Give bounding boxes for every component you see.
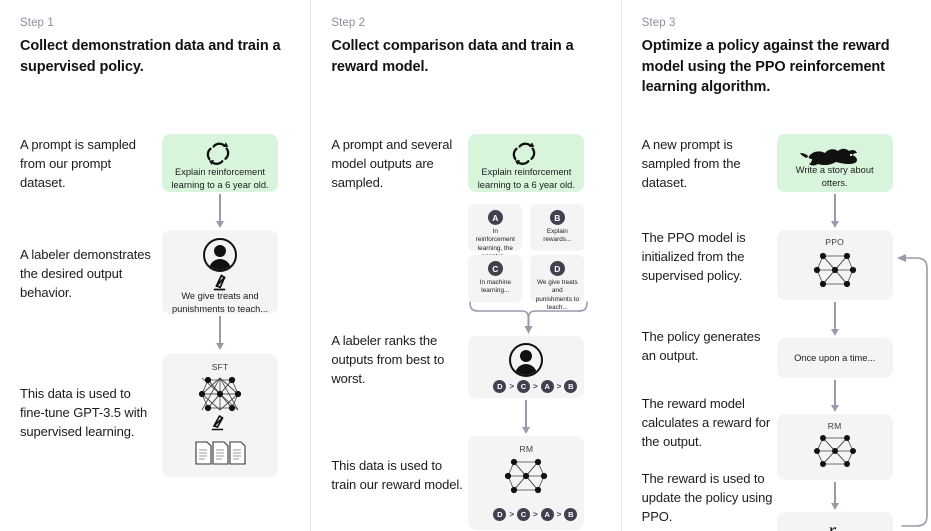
step-1-arrow-2 — [216, 316, 224, 350]
step-3-output-card: Once upon a time... — [776, 338, 893, 378]
output-chip-c: C — [487, 261, 503, 276]
step-1-caption-1: A prompt is sampled from our prompt data… — [20, 137, 136, 190]
output-card-c[interactable]: C In machine learning... — [468, 255, 523, 302]
step-2-rm-title: RM — [519, 444, 534, 454]
step-1-sft-title: SFT — [211, 362, 229, 372]
person-icon — [509, 343, 544, 377]
rank-chip-2: C — [517, 508, 530, 521]
step-3-column: Step 3 Optimize a policy against the rew… — [620, 0, 931, 531]
reward-symbol: rk — [777, 520, 893, 531]
step-2-arrow-2 — [522, 400, 531, 434]
step-3-caption-2: The PPO model is initialized from the su… — [641, 230, 746, 283]
step-3-arrow-4 — [830, 482, 839, 510]
step-3-caption-3: The policy generates an output. — [641, 329, 761, 363]
step-3-output-text: Once upon a time... — [794, 353, 876, 363]
step-3-caption-1: A new prompt is sampled from the dataset… — [641, 137, 741, 190]
rank-chip-2: C — [517, 380, 530, 393]
person-icon — [203, 238, 237, 272]
output-chip-d: D — [549, 261, 565, 276]
rank-chip-3: A — [540, 508, 554, 521]
step-1-sft-card: SFT — [162, 354, 278, 477]
step-2-ranking-card: D > C > A > B — [468, 336, 585, 398]
step-3-arrow-2 — [830, 302, 839, 336]
output-card-a[interactable]: A In reinforcement learning, the agent i… — [468, 204, 523, 260]
step-1-prompt-text: Explain reinforcement learning to a 6 ye… — [171, 167, 269, 190]
rank-sep-2: > — [533, 510, 538, 519]
step-3-title: Optimize a policy against the reward mod… — [641, 38, 890, 96]
step-3-prompt-card: Write a story about otters. — [776, 134, 893, 192]
rank-chip-1: D — [493, 508, 507, 521]
step-3-arrow-3 — [830, 380, 839, 412]
step-3-caption-5: The reward is used to update the policy … — [641, 471, 773, 524]
rank-chip-3: A — [540, 380, 554, 393]
output-card-d[interactable]: D We give treats and punishments to teac… — [530, 255, 585, 311]
step-3-label: Step 3 — [641, 17, 676, 29]
neural-network-icon — [195, 376, 246, 465]
ranking-row: D > C > A > B — [493, 508, 578, 521]
step-3-caption-4: The reward model calculates a reward for… — [641, 396, 771, 449]
step-1-label: Step 1 — [20, 17, 54, 29]
rank-chip-4: B — [564, 380, 578, 393]
reward-symbol-base: r — [828, 520, 837, 531]
step-2-label: Step 2 — [331, 17, 366, 29]
step-1-arrow-1 — [216, 194, 224, 228]
step-3-ppo-title: PPO — [825, 237, 845, 247]
ranking-row: D > C > A > B — [493, 380, 578, 393]
output-chip-a: A — [487, 210, 503, 225]
step-3-rm-card: RM — [776, 414, 893, 480]
rank-chip-4: B — [564, 508, 578, 521]
rank-sep-1: > — [509, 382, 514, 391]
output-card-b[interactable]: B Explain rewards... — [530, 204, 585, 251]
step-3-reward-card: rk — [776, 512, 893, 531]
step-2-caption-2: A labeler ranks the outputs from best to… — [331, 333, 445, 386]
step-2-title: Collect comparison data and train a rewa… — [331, 38, 574, 75]
step-2-prompt-text: Explain reinforcement learning to a 6 ye… — [477, 167, 575, 190]
rank-sep-3: > — [556, 382, 562, 391]
step-1-prompt-card: Explain reinforcement learning to a 6 ye… — [162, 134, 278, 192]
rank-sep-2: > — [533, 382, 538, 391]
step-1-labeler-card: We give treats and punishments to teach.… — [162, 230, 278, 314]
rank-chip-1: D — [493, 380, 507, 393]
output-text-c: In machine learning... — [479, 279, 511, 295]
step-1-title: Collect demonstration data and train a s… — [20, 38, 281, 75]
step-3-arrow-1 — [830, 194, 839, 228]
step-2-caption-3: This data is used to train our reward mo… — [331, 458, 463, 492]
rank-sep-3: > — [556, 510, 562, 519]
output-text-b: Explain rewards... — [543, 228, 572, 244]
step-2-prompt-card: Explain reinforcement learning to a 6 ye… — [468, 134, 585, 192]
step-1-labeler-text: We give treats and punishments to teach.… — [171, 291, 269, 314]
step-2-column: Step 2 Collect comparison data and train… — [310, 0, 620, 531]
step-1-caption-2: A labeler demonstrates the desired outpu… — [20, 247, 151, 300]
output-text-d: We give treats and punishments to teach.… — [535, 279, 579, 311]
step-3-prompt-text: Write a story about otters. — [795, 165, 874, 188]
step-3-ppo-card: PPO — [776, 230, 893, 300]
step-2-caption-1: A prompt and several model outputs are s… — [331, 137, 453, 190]
step-3-rm-title: RM — [827, 421, 842, 431]
rank-sep-1: > — [509, 510, 514, 519]
step-1-caption-3: This data is used to fine-tune GPT-3.5 w… — [20, 386, 148, 439]
output-chip-b: B — [549, 210, 565, 225]
step-2-rm-card: RM — [468, 436, 585, 530]
step-1-column: Step 1 Collect demonstration data and tr… — [0, 0, 310, 531]
